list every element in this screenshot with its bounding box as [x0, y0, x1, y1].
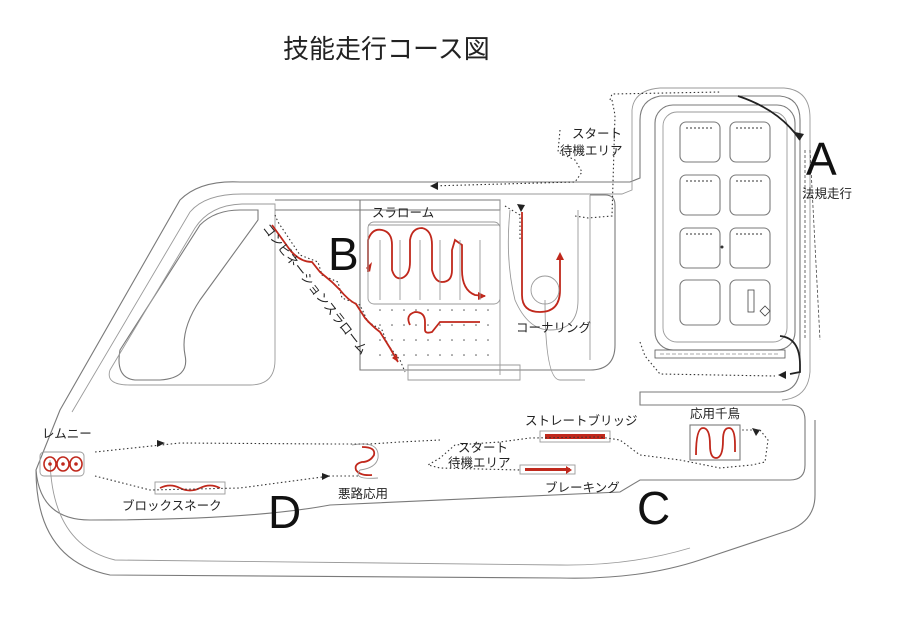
slalom-label: スラローム [372, 205, 434, 220]
start-wait-top-label-2: 待機エリア [560, 143, 623, 158]
rough-road-label: 悪路応用 [338, 486, 388, 501]
section-a-letter: A [806, 133, 837, 185]
section-c [426, 424, 769, 475]
map-title: 技能走行コース図 [283, 35, 490, 65]
outer-track [35, 87, 816, 579]
section-d [39, 439, 441, 495]
start-wait-bottom-label-1: スタート [458, 440, 508, 455]
braking-label: ブレーキング [545, 480, 620, 495]
oyo-chidori-label: 応用千鳥 [690, 406, 740, 421]
section-d-letter: D [268, 486, 301, 538]
start-wait-bottom-label-2: 待機エリア [448, 455, 511, 470]
section-c-letter: C [637, 482, 670, 534]
section-a-label: 法規走行 [802, 186, 852, 201]
section-a-route [609, 91, 804, 379]
section-a-grid [654, 104, 821, 359]
inner-infield [108, 194, 616, 386]
block-snake-label: ブロックスネーク [122, 498, 222, 513]
cornering-label: コーナリング [516, 320, 591, 335]
lemniscate-label: レムニー [42, 426, 92, 441]
top-start-wait-route [429, 99, 616, 219]
straight-bridge-label: ストレートブリッジ [525, 413, 638, 428]
start-wait-top-label-1: スタート [572, 126, 622, 141]
section-b-letter: B [328, 228, 359, 280]
section-b [271, 204, 579, 373]
